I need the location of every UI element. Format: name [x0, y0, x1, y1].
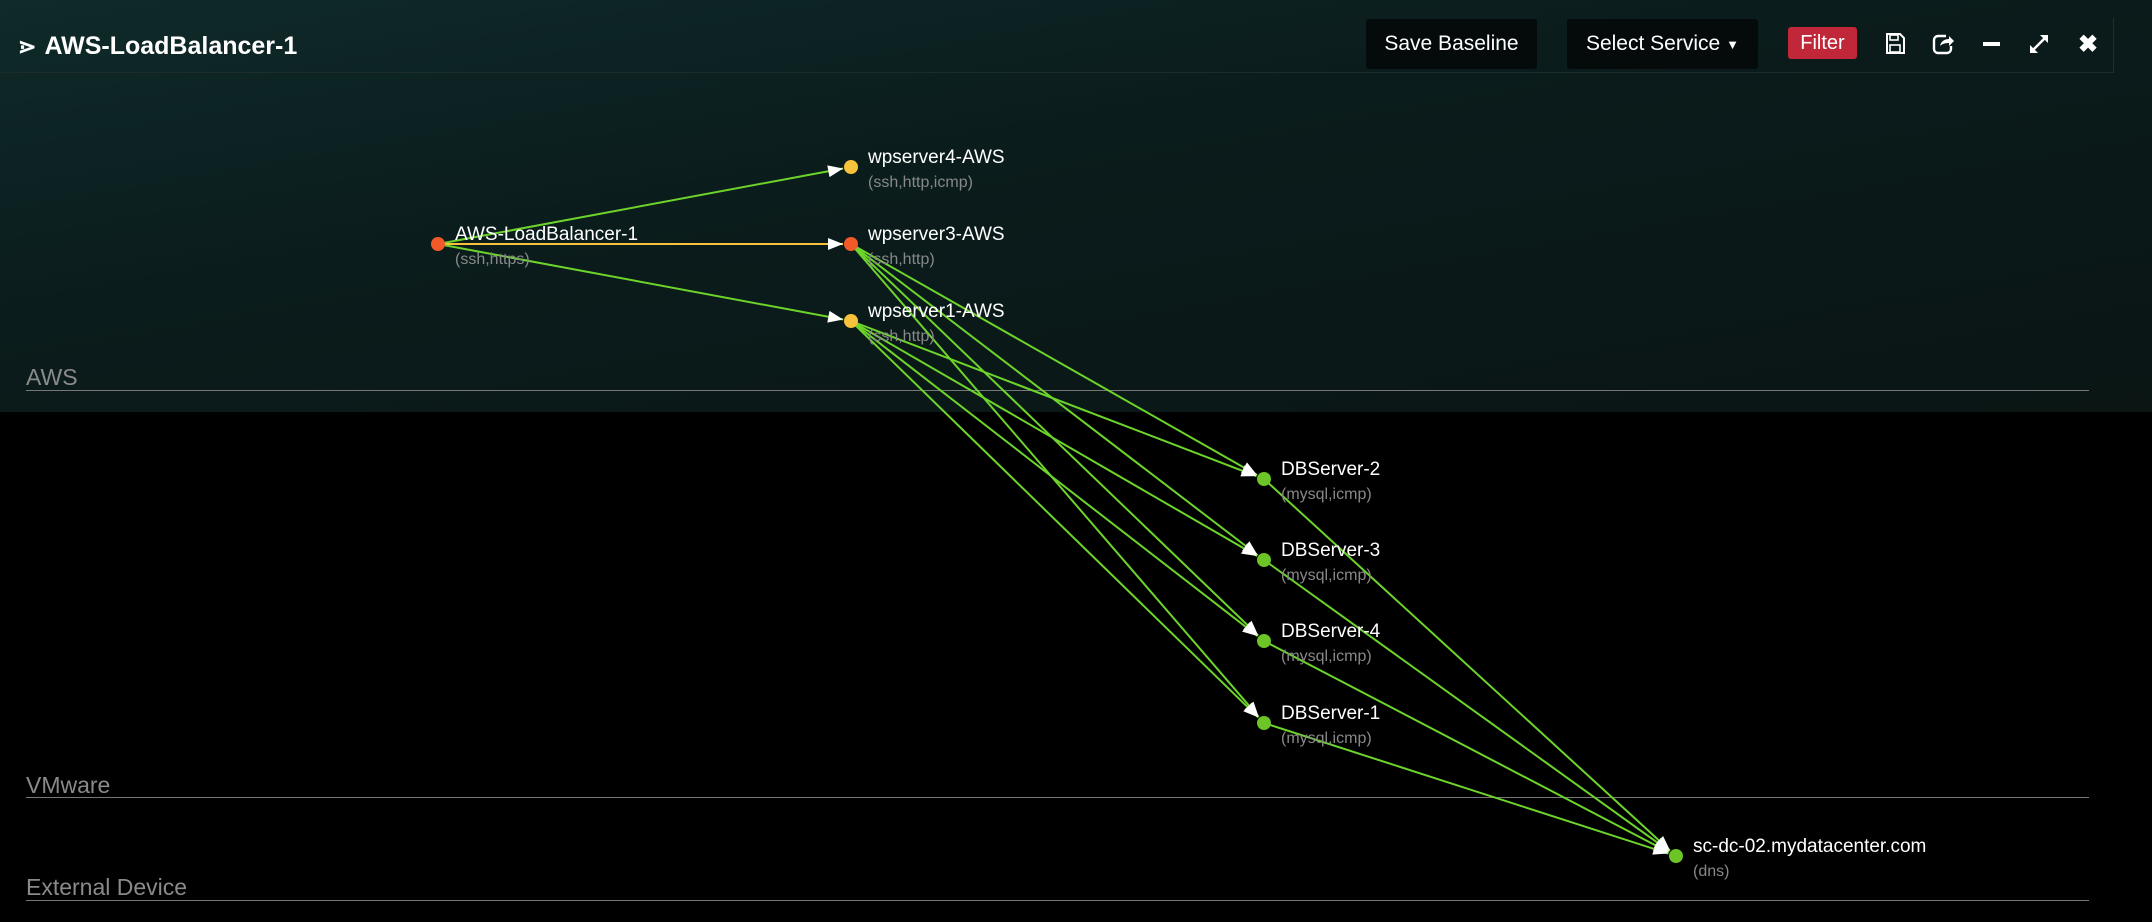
node-services: (mysql,icmp) [1281, 730, 1372, 747]
node-name[interactable]: wpserver3-AWS [868, 224, 1005, 245]
arrowhead-icon [1241, 543, 1258, 556]
filter-button[interactable]: Filter [1788, 27, 1857, 59]
node-services: (ssh,http,icmp) [868, 174, 973, 191]
node-wp1[interactable] [844, 314, 858, 328]
arrowhead-icon [1242, 622, 1258, 637]
node-name[interactable]: DBServer-4 [1281, 621, 1381, 642]
share-icon: ⋗ [18, 33, 37, 59]
select-service-label: Select Service [1585, 32, 1721, 55]
node-services: (mysql,icmp) [1281, 486, 1372, 503]
edge-wp1-db3[interactable] [850, 320, 1258, 557]
select-service-dropdown[interactable]: Select Service ▼ [1567, 19, 1758, 69]
arrowhead-icon [827, 310, 844, 323]
aws-lane-background [0, 0, 2152, 412]
arrowhead-icon [1652, 843, 1669, 855]
caret-down-icon: ▼ [1726, 36, 1740, 52]
lane-divider [26, 390, 2089, 391]
node-services: (ssh,http) [868, 328, 935, 345]
lane-label-vmware: VMware [26, 772, 111, 798]
edge-db4-dc[interactable] [1263, 640, 1670, 854]
edge-db2-dc[interactable] [1263, 478, 1671, 852]
panel-header [0, 18, 2114, 73]
node-db3[interactable] [1257, 553, 1271, 567]
save-baseline-button[interactable]: Save Baseline [1366, 19, 1537, 69]
share-export-icon[interactable] [1928, 29, 1958, 59]
panel-title: ⋗ AWS-LoadBalancer-1 [18, 32, 297, 61]
lane-divider [26, 900, 2089, 901]
edge-lb-wp4[interactable] [437, 167, 844, 245]
node-services: (dns) [1693, 863, 1730, 880]
edge-db3-dc[interactable] [1263, 559, 1671, 853]
lane-label-aws: AWS [26, 364, 78, 390]
arrowhead-icon [828, 238, 843, 250]
node-db4[interactable] [1257, 634, 1271, 648]
node-name[interactable]: wpserver4-AWS [868, 147, 1005, 168]
edge-db1-dc[interactable] [1263, 722, 1669, 855]
close-icon[interactable]: ✖ [2077, 30, 2099, 58]
minimize-icon[interactable] [1976, 29, 2006, 59]
edge-wp1-db2[interactable] [850, 320, 1257, 478]
expand-icon[interactable] [2024, 29, 2054, 59]
node-wp4[interactable] [844, 160, 858, 174]
arrowhead-icon [1243, 702, 1259, 718]
edge-lb-wp1[interactable] [437, 243, 844, 321]
edge-wp1-db1[interactable] [850, 320, 1259, 719]
node-dc[interactable] [1669, 849, 1683, 863]
node-services: (ssh,http) [868, 251, 935, 268]
node-services: (mysql,icmp) [1281, 648, 1372, 665]
node-name[interactable]: DBServer-3 [1281, 540, 1381, 561]
lane-label-external-device: External Device [26, 874, 188, 900]
node-name[interactable]: wpserver1-AWS [868, 301, 1005, 322]
arrowhead-icon [827, 165, 844, 178]
node-name[interactable]: AWS-LoadBalancer-1 [455, 224, 639, 245]
node-name[interactable]: DBServer-1 [1281, 703, 1381, 724]
node-name[interactable]: sc-dc-02.mydatacenter.com [1693, 836, 1927, 857]
title-text: AWS-LoadBalancer-1 [44, 32, 298, 60]
edge-wp3-db1[interactable] [850, 243, 1260, 718]
node-wp3[interactable] [844, 237, 858, 251]
node-db1[interactable] [1257, 716, 1271, 730]
edge-wp3-db2[interactable] [850, 243, 1258, 476]
arrowhead-icon [1240, 465, 1257, 477]
lane-divider [26, 797, 2089, 798]
node-db2[interactable] [1257, 472, 1271, 486]
edge-wp1-db4[interactable] [850, 320, 1259, 637]
save-icon[interactable] [1880, 29, 1910, 59]
node-services: (mysql,icmp) [1281, 567, 1372, 584]
node-services: (ssh,https) [455, 251, 530, 268]
node-lb[interactable] [431, 237, 445, 251]
node-name[interactable]: DBServer-2 [1281, 459, 1381, 480]
